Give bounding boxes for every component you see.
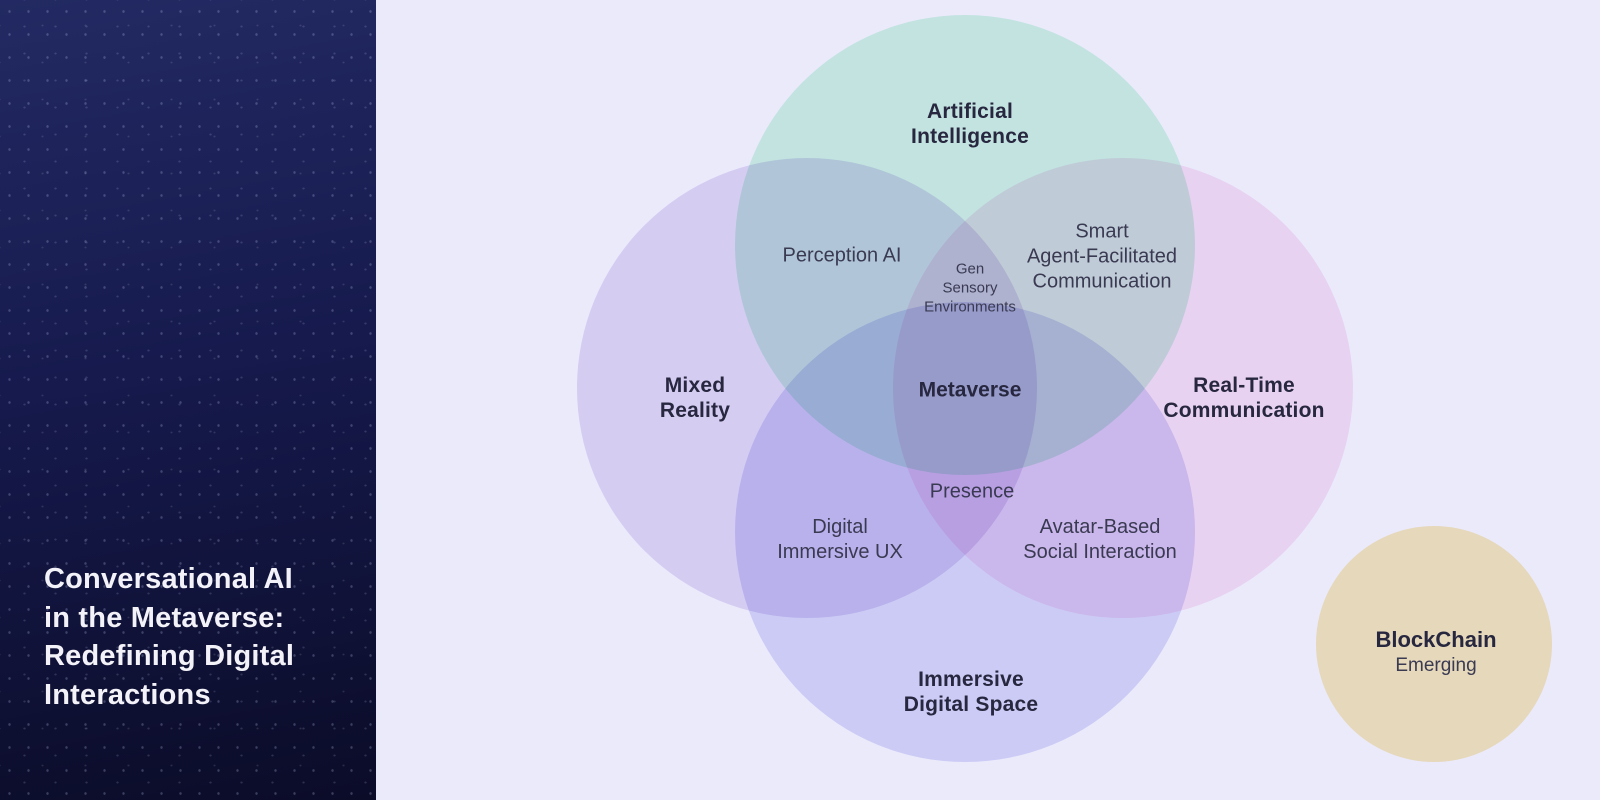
slide-title-line: Interactions	[44, 678, 211, 711]
immersive-digital-space-circle	[735, 302, 1195, 762]
overlap-label-avatar-based-social-interaction: Avatar-Based Social Interaction	[1023, 516, 1177, 563]
overlap-label-metaverse: Metaverse	[918, 378, 1022, 402]
set-label-real-time-communication: Real-Time Communication	[1163, 374, 1325, 422]
overlap-label-digital-immersive-ux: Digital Immersive UX	[777, 516, 903, 563]
slide-title-line: Redefining Digital	[44, 640, 295, 672]
set-label-mixed-reality: Mixed Reality	[659, 374, 731, 422]
slide-title-line: in the Metaverse:	[44, 601, 285, 634]
blockchain-label: BlockChain Emerging	[1375, 626, 1496, 678]
overlap-label-gen-sensory-environments: Gen Sensory Environments	[924, 260, 1016, 316]
blockchain-subtitle: Emerging	[1395, 655, 1477, 676]
sidebar: Conversational AI in the Metaverse: Rede…	[0, 0, 376, 800]
set-label-immersive-digital-space: Immersive Digital Space	[903, 668, 1039, 716]
overlap-label-smart-agent-facilitated-communication: Smart Agent-Facilitated Communication	[1026, 220, 1178, 293]
blockchain-title: BlockChain	[1375, 627, 1497, 652]
overlap-label-presence: Presence	[929, 480, 1015, 503]
slide-title-line: Conversational AI	[44, 563, 293, 595]
slide-title: Conversational AI in the Metaverse: Rede…	[44, 560, 364, 714]
overlap-label-perception-ai: Perception AI	[782, 244, 902, 267]
blockchain-circle	[1316, 526, 1552, 762]
set-label-artificial-intelligence: Artificial Intelligence	[911, 100, 1029, 148]
